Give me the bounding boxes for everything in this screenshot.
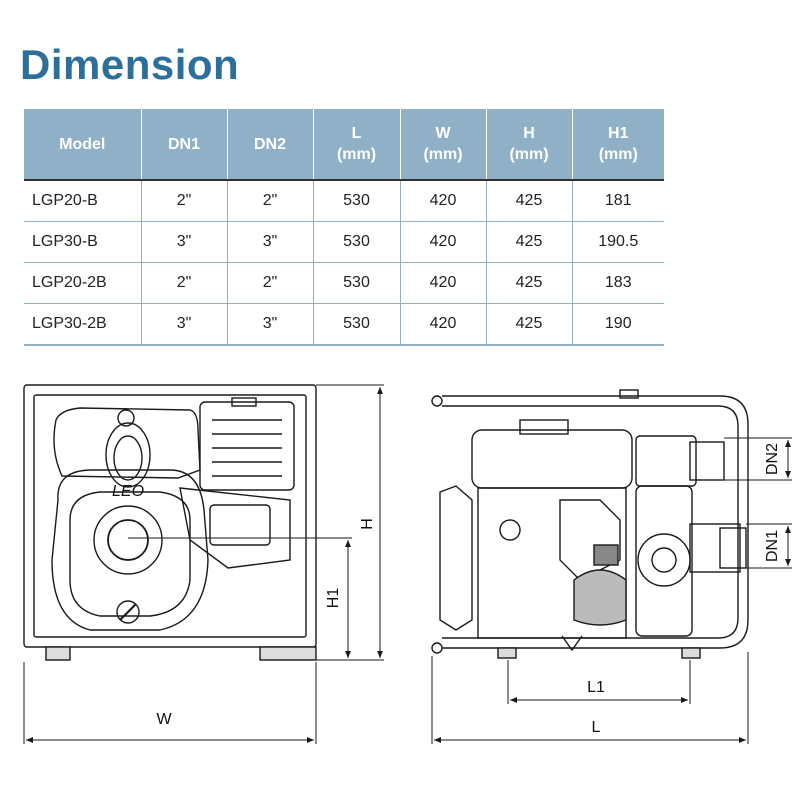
cell-l: 530 [312,221,400,263]
cell-h: 425 [485,262,572,304]
cell-h1: 190.5 [571,221,664,263]
page-title: Dimension [20,41,240,88]
cell-h: 425 [485,180,572,222]
front-dimension-lines [23,384,384,744]
cell-h: 425 [485,221,572,263]
cell-model: LGP30-B [24,221,141,263]
header-l: L(mm) [312,109,400,181]
table-row: LGP30-2B 3" 3" 530 420 425 190 [24,303,664,346]
table-row: LGP20-B 2" 2" 530 420 425 181 [24,180,664,222]
cell-w: 420 [399,221,486,263]
side-frame [431,389,749,659]
cell-w: 420 [399,262,486,304]
header-h1: H1(mm) [571,109,664,181]
header-model: Model [24,109,141,181]
logo-text: LEO [112,483,144,500]
cell-dn2: 3" [226,221,313,263]
label-dn1: DN1 [764,530,781,562]
table-header-row: Model DN1 DN2 L(mm) W(mm) H(mm) H1(mm) [24,109,664,181]
label-l: L [592,719,601,736]
cell-l: 530 [312,262,400,304]
cell-w: 420 [399,180,486,222]
header-dn1: DN1 [140,109,227,181]
label-w: W [156,711,172,728]
header-h: H(mm) [485,109,572,181]
header-dn2: DN2 [226,109,313,181]
cell-w: 420 [399,303,486,346]
cell-dn2: 2" [226,180,313,222]
cell-l: 530 [312,303,400,346]
cell-h1: 190 [571,303,664,346]
label-dn2: DN2 [764,443,781,475]
cell-h: 425 [485,303,572,346]
cell-model: LGP20-2B [24,262,141,304]
pump-frame [23,384,317,661]
pump-casing [51,469,209,631]
cell-dn1: 3" [140,303,227,346]
header-w: W(mm) [399,109,486,181]
cell-l: 530 [312,180,400,222]
cell-model: LGP30-2B [24,303,141,346]
cell-dn1: 3" [140,221,227,263]
engine-outline [53,397,295,569]
cell-h1: 181 [571,180,664,222]
side-engine [439,419,633,652]
side-dimension-lines [431,437,792,744]
label-h: H [359,518,376,530]
cell-dn2: 3" [226,303,313,346]
dimension-table: Model DN1 DN2 L(mm) W(mm) H(mm) H1(mm) L… [24,109,664,346]
side-view-drawing [431,389,792,744]
cell-dn2: 2" [226,262,313,304]
label-l1: L1 [587,679,605,696]
table-row: LGP30-B 3" 3" 530 420 425 190.5 [24,221,664,263]
cell-h1: 183 [571,262,664,304]
cell-dn1: 2" [140,262,227,304]
side-pump [635,435,747,637]
cell-model: LGP20-B [24,180,141,222]
cell-dn1: 2" [140,180,227,222]
label-h1: H1 [325,588,342,609]
table-row: LGP20-2B 2" 2" 530 420 425 183 [24,262,664,304]
front-view-drawing [23,384,384,744]
